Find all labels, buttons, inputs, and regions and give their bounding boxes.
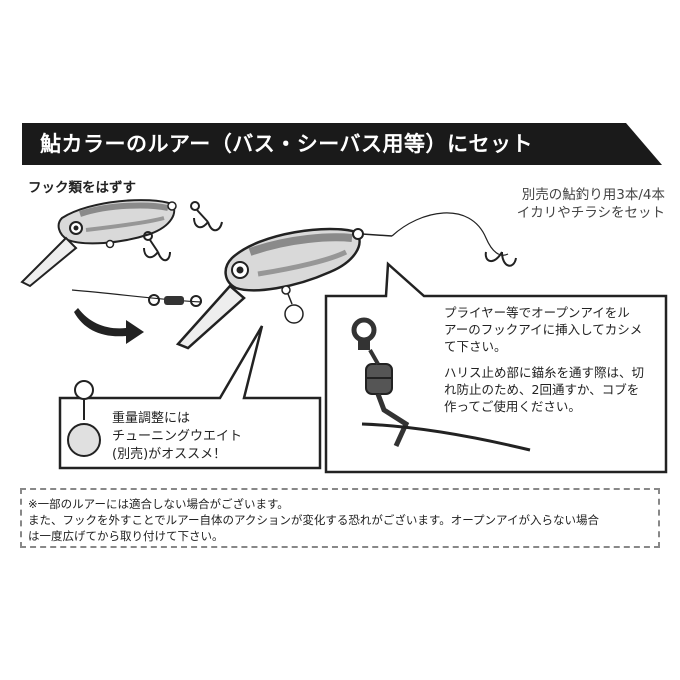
instruction-1-line: て下さい。 [444, 339, 507, 354]
page-title: 鮎カラーのルアー（バス・シーバス用等）にセット [40, 132, 534, 156]
swivel-icon [351, 317, 531, 452]
treble-hook-icon [143, 201, 223, 262]
left-callout-box [58, 325, 322, 470]
left-callout-text: 重量調整には チューニングウエイト (別売)がオススメ！ [112, 410, 270, 464]
notice-line: また、フックを外すことでルアー自体のアクションが変化する恐れがございます。オープ… [28, 513, 599, 527]
set-hooks-label-line1: 別売の鮎釣り用3本/4本 [521, 187, 665, 203]
weight-tip-line: (別売)がオススメ！ [112, 447, 227, 462]
lure-icon [175, 227, 364, 350]
instruction-2-line: 作ってご使用ください。 [444, 399, 581, 414]
set-hooks-label: 別売の鮎釣り用3本/4本 イカリやチラシをセット [440, 186, 665, 222]
set-hooks-label-line2: イカリやチラシをセット [516, 205, 665, 221]
arrow-icon [74, 308, 144, 344]
right-callout-box [324, 261, 668, 474]
notice-text: ※一部のルアーには適合しない場合がございます。 また、フックを外すことでルアー自… [28, 496, 658, 544]
treble-hook-icon [484, 251, 517, 267]
instruction-1-line: プライヤー等でオープンアイをル [444, 305, 630, 320]
weight-tip-line: 重量調整には [112, 411, 191, 426]
right-callout-instruction-2: ハリス止め部に錨糸を通す際は、切 れ防止のため、2回通すか、コブを 作ってご使用… [444, 364, 666, 415]
notice-line: は一度広げてから取り付けて下さい。 [28, 529, 224, 543]
swivel-icon [148, 294, 202, 307]
instruction-2-line: ハリス止め部に錨糸を通す際は、切 [444, 365, 645, 380]
weight-icon [281, 285, 304, 324]
instruction-1-line: アーのフックアイに挿入してカシメ [444, 322, 643, 337]
weight-icon [67, 380, 101, 457]
remove-hooks-label: フック類をはずす [28, 180, 136, 196]
notice-line: ※一部のルアーには適合しない場合がございます。 [28, 497, 289, 511]
instruction-2-line: れ防止のため、2回通すか、コブを [444, 382, 640, 397]
notice-box [20, 488, 660, 548]
right-callout-instruction-1: プライヤー等でオープンアイをル アーのフックアイに挿入してカシメ て下さい。 [444, 304, 666, 355]
title-banner [22, 123, 662, 165]
weight-tip-line: チューニングウエイト [112, 429, 243, 444]
